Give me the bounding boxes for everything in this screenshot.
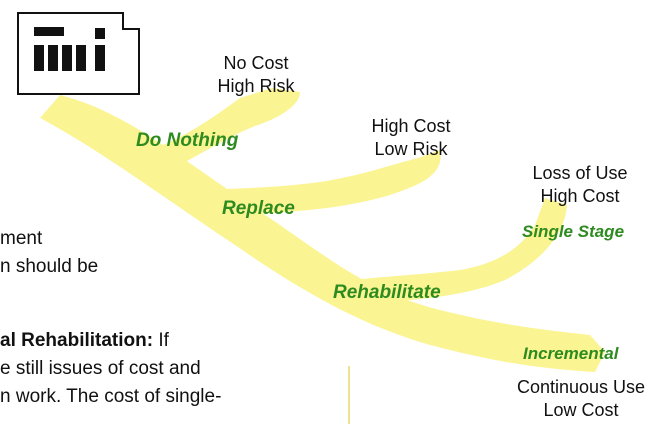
- body-text-line-3-rest: If: [153, 330, 169, 351]
- body-text-line-2: n should be: [0, 256, 99, 277]
- single-stage-outcome: Loss of Use High Cost: [515, 162, 645, 208]
- single-stage-label: Single Stage: [522, 222, 625, 241]
- body-text-line-5: n work. The cost of single-: [0, 386, 222, 407]
- single-stage-branch: [340, 198, 567, 302]
- do-nothing-outcome-line1: No Cost: [223, 53, 289, 73]
- building-icon: [17, 12, 140, 95]
- decision-branches: [40, 88, 605, 372]
- do-nothing-label: Do Nothing: [136, 130, 239, 151]
- incremental-outcome: Continuous Use Low Cost: [500, 376, 662, 422]
- body-text-line-4: e still issues of cost and: [0, 358, 201, 379]
- do-nothing-outcome: No Cost High Risk: [206, 52, 306, 98]
- body-text-line-3: al Rehabilitation: If: [0, 330, 169, 352]
- do-nothing-outcome-line2: High Risk: [217, 76, 295, 96]
- replace-outcome-line2: Low Risk: [374, 139, 448, 159]
- single-stage-outcome-line2: High Cost: [540, 186, 620, 206]
- trunk-branch: [40, 95, 605, 372]
- incremental-outcome-line2: Low Cost: [543, 400, 619, 420]
- replace-outcome-line1: High Cost: [371, 116, 451, 136]
- single-stage-outcome-line1: Loss of Use: [532, 163, 628, 183]
- incremental-label: Incremental: [523, 344, 619, 363]
- rehabilitation-heading: al Rehabilitation:: [0, 330, 154, 351]
- do-nothing-branch: [150, 88, 300, 170]
- incremental-outcome-line1: Continuous Use: [516, 377, 646, 397]
- replace-outcome: High Cost Low Risk: [356, 115, 466, 161]
- body-text-line-1: ment: [0, 228, 43, 249]
- rehabilitate-label: Rehabilitate: [333, 282, 441, 303]
- replace-branch: [205, 150, 441, 215]
- replace-label: Replace: [222, 198, 295, 219]
